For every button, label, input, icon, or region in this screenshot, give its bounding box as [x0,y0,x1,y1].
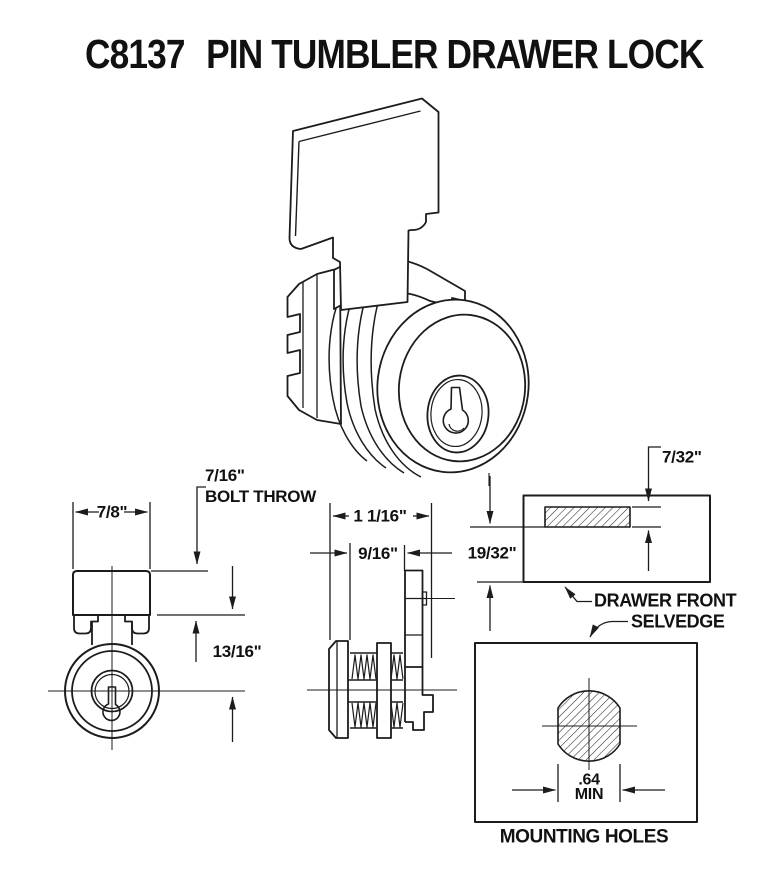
mounting-panel [474,642,698,823]
side-cam-lower [404,667,434,731]
front-right-hook [124,615,150,635]
drawer-front-leader [564,586,592,603]
bolt-throw-leader [193,486,206,565]
iso-cam-plate-thickness [294,110,421,237]
iso-rear-housing-edges [302,275,318,418]
iso-cam-plate [288,97,440,311]
bolt-throw-text-label: BOLT THROW [205,487,317,506]
drawer-front-label: DRAWER FRONT [594,591,737,611]
iso-face-outer [376,298,530,474]
dim-leader [645,446,661,502]
side-cam [404,569,424,668]
front-cam-body [72,570,151,616]
iso-face-ring [397,313,527,463]
slot-depth-dim-label: 19/32" [468,544,517,563]
isometric-lock-view [286,97,530,486]
bolt-slot [544,506,631,528]
selvedge-label: SELVEDGE [631,612,725,632]
front-width-dim-label: 7/8" [97,503,128,522]
mounting-holes-caption: MOUNTING HOLES [500,827,669,848]
overall-length-dim-label: 1 1/16" [353,507,406,526]
mounting-hole-crosshair [542,678,637,770]
drawer-front-section [522,494,711,583]
body-length-dim-label: 9/16" [358,544,398,563]
front-keyway [102,686,121,722]
iso-keyway-curl [448,423,465,432]
side-threads-upper [351,654,404,680]
front-neck [91,622,133,645]
front-view [48,566,245,750]
iso-keyway [442,386,470,434]
center-height-dim-label: 13/16" [213,642,262,661]
hole-width-value-label: .64 [578,772,600,789]
front-left-hook [73,615,99,635]
iso-rear-housing [286,267,342,425]
iso-plug-outer [426,374,490,454]
drawer-front-detail [522,494,711,583]
dimension-lines [72,446,665,802]
side-threads-lower [351,702,404,728]
front-crosshair [48,566,245,750]
bolt-throw-value-label: 7/16" [205,466,245,485]
side-view [307,569,457,739]
slot-height-dim-label: 7/32" [662,448,702,467]
sheet-title: C8137 PIN TUMBLER DRAWER LOCK [85,31,704,78]
iso-plug-inner [430,378,483,448]
selvedge-leader [589,620,628,638]
hole-width-qualifier-label: MIN [575,786,603,803]
mounting-holes-detail [474,642,698,823]
product-name: PIN TUMBLER DRAWER LOCK [206,31,704,77]
model-number: C8137 [85,31,185,77]
dimension-labels: 7/8" 7/16" BOLT THROW 13/16" 1 1/16" 9/1… [97,448,737,848]
